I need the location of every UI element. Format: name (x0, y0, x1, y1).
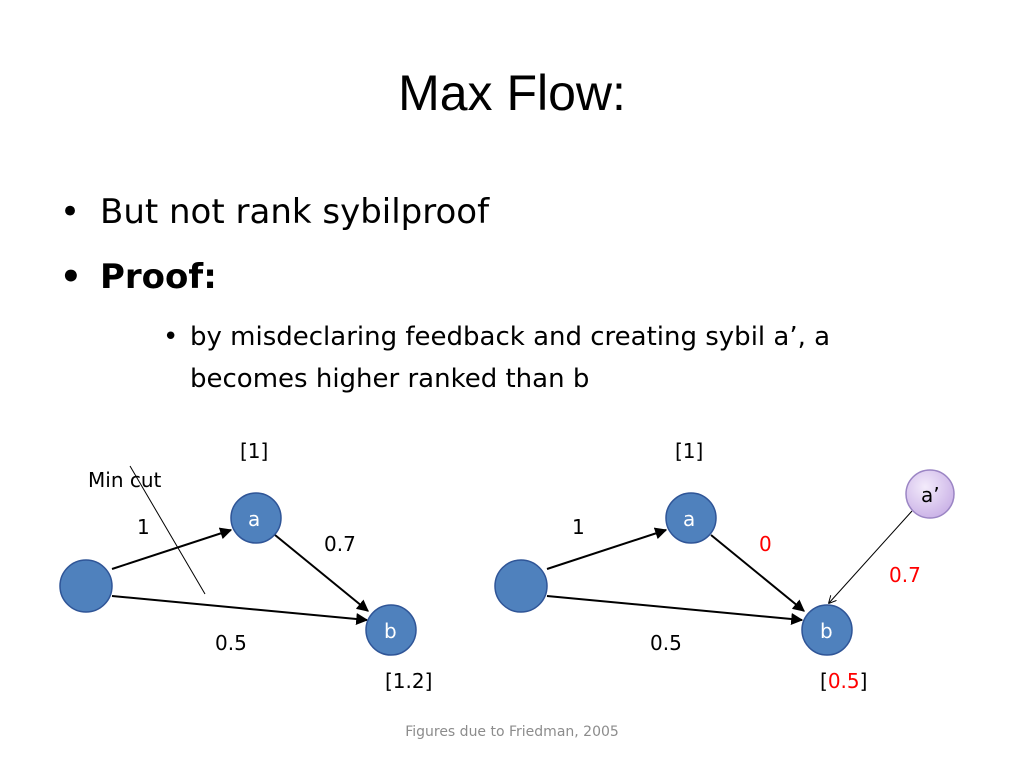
sub-bullet-marker: • (163, 322, 179, 352)
bullet-not-rank-sybilproof: • But not rank sybilproof (60, 192, 489, 232)
left-node-a-label: a (248, 507, 261, 531)
min-cut-line (129, 465, 206, 595)
left-edge-source-b (111, 595, 369, 625)
bullet-text: Proof: (100, 257, 217, 297)
sybil-node-label: a’ (921, 483, 940, 507)
right-edge-a-b (710, 534, 805, 612)
rank-bracket-close: ] (859, 669, 868, 693)
left-rank-a: [1] (240, 439, 269, 463)
left-node-a (230, 492, 282, 544)
right-node-b (801, 604, 853, 656)
left-source-node (59, 559, 113, 613)
bullet-marker: • (60, 192, 81, 232)
left-edge-a-b (274, 534, 369, 612)
right-edge-aprime-b-weight: 0.7 (889, 563, 921, 587)
figure-credit: Figures due to Friedman, 2005 (405, 724, 619, 740)
right-rank-a: [1] (675, 439, 704, 463)
slide-title: Max Flow: (398, 65, 626, 121)
min-cut-label: Min cut (88, 468, 162, 492)
right-node-a (665, 492, 717, 544)
right-node-a-label: a (683, 507, 696, 531)
right-edge-source-b (546, 595, 804, 625)
left-rank-b: [1.2] (385, 669, 433, 693)
rank-value: 0.5 (827, 669, 860, 693)
left-edge-a-b-weight: 0.7 (324, 532, 356, 556)
right-node-b-label: b (820, 619, 833, 643)
left-edge-source-a-weight: 1 (137, 515, 150, 539)
sub-bullet: • by misdeclaring feedback and creating … (163, 316, 903, 400)
right-edge-source-b-weight: 0.5 (650, 631, 682, 655)
right-edge-source-a (546, 527, 668, 570)
left-edge-source-a (111, 527, 233, 570)
sybil-node-aprime (905, 469, 955, 519)
sub-bullet-text: by misdeclaring feedback and creating sy… (190, 322, 831, 394)
right-rank-b: [0.5] (820, 669, 867, 693)
right-source-node (494, 559, 548, 613)
left-edge-source-b-weight: 0.5 (215, 631, 247, 655)
right-edge-aprime-b (829, 510, 913, 603)
bullet-text: But not rank sybilproof (100, 192, 490, 232)
right-edge-a-b-weight: 0 (759, 532, 772, 556)
right-edge-source-a-weight: 1 (572, 515, 585, 539)
left-node-b (365, 604, 417, 656)
bullet-marker: • (60, 257, 82, 297)
bullet-proof: • Proof: (60, 257, 217, 297)
left-node-b-label: b (384, 619, 397, 643)
rank-bracket-open: [ (820, 669, 828, 693)
